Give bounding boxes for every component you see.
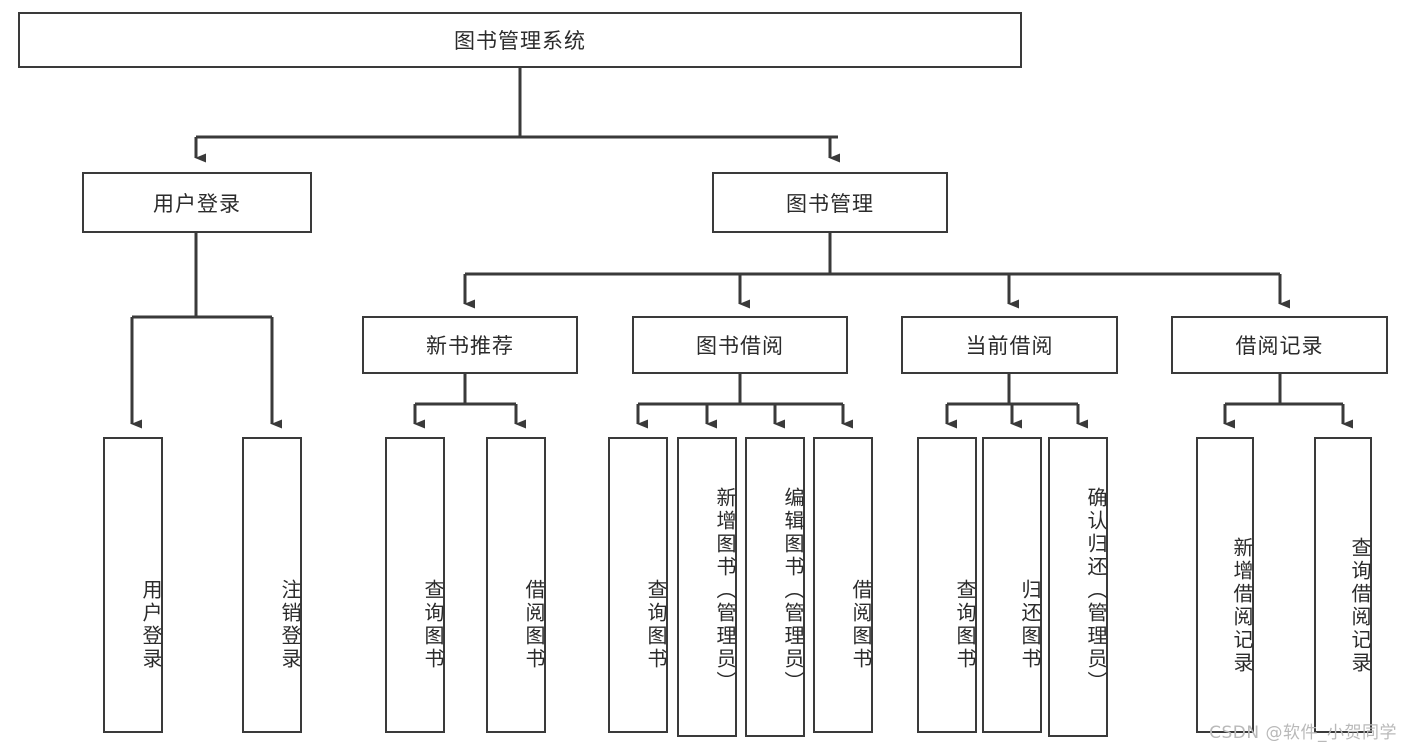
leaf-confirm-return[interactable]: 确认归还（管理员） — [1048, 437, 1108, 737]
leaf-borrow-book-1-label: 借阅图书 — [522, 579, 546, 671]
leaf-user-login[interactable]: 用户登录 — [103, 437, 163, 733]
leaf-user-login-label: 用户登录 — [139, 579, 163, 671]
leaf-query-book-2[interactable]: 查询图书 — [608, 437, 668, 733]
leaf-edit-book[interactable]: 编辑图书（管理员） — [745, 437, 805, 737]
node-user-login-label: 用户登录 — [153, 191, 241, 216]
leaf-borrow-book-1[interactable]: 借阅图书 — [486, 437, 546, 733]
leaf-query-book-1-label: 查询图书 — [421, 579, 445, 671]
leaf-query-book-3-label: 查询图书 — [953, 579, 977, 671]
leaf-edit-book-label: 编辑图书（管理员） — [781, 486, 805, 694]
node-borrow-record-label: 借阅记录 — [1235, 334, 1324, 358]
leaf-query-record-label: 查询借阅记录 — [1348, 537, 1372, 675]
leaf-add-book[interactable]: 新增图书（管理员） — [677, 437, 737, 737]
leaf-add-record-label: 新增借阅记录 — [1230, 537, 1254, 675]
node-book-borrow[interactable]: 图书借阅 — [632, 316, 848, 374]
node-root[interactable]: 图书管理系统 — [18, 12, 1022, 68]
node-new-book-recommend[interactable]: 新书推荐 — [362, 316, 578, 374]
leaf-query-book-1[interactable]: 查询图书 — [385, 437, 445, 733]
node-current-borrow-label: 当前借阅 — [965, 334, 1054, 358]
leaf-query-record[interactable]: 查询借阅记录 — [1314, 437, 1372, 733]
leaf-add-book-label: 新增图书（管理员） — [713, 486, 737, 694]
leaf-query-book-2-label: 查询图书 — [644, 579, 668, 671]
node-book-management-label: 图书管理 — [786, 191, 874, 216]
node-book-borrow-label: 图书借阅 — [696, 334, 784, 358]
leaf-query-book-3[interactable]: 查询图书 — [917, 437, 977, 733]
node-root-label: 图书管理系统 — [454, 29, 586, 53]
leaf-logout-login[interactable]: 注销登录 — [242, 437, 302, 733]
leaf-borrow-book-2-label: 借阅图书 — [849, 579, 873, 671]
node-current-borrow[interactable]: 当前借阅 — [901, 316, 1118, 374]
node-borrow-record[interactable]: 借阅记录 — [1171, 316, 1388, 374]
watermark: CSDN @软件_小贺同学 — [1209, 723, 1397, 743]
node-user-login[interactable]: 用户登录 — [82, 172, 312, 233]
leaf-borrow-book-2[interactable]: 借阅图书 — [813, 437, 873, 733]
leaf-logout-login-label: 注销登录 — [278, 579, 302, 671]
leaf-return-book-label: 归还图书 — [1018, 579, 1042, 671]
leaf-add-record[interactable]: 新增借阅记录 — [1196, 437, 1254, 733]
node-new-book-recommend-label: 新书推荐 — [426, 334, 514, 358]
node-book-management[interactable]: 图书管理 — [712, 172, 948, 233]
leaf-confirm-return-label: 确认归还（管理员） — [1084, 486, 1108, 694]
leaf-return-book[interactable]: 归还图书 — [982, 437, 1042, 733]
